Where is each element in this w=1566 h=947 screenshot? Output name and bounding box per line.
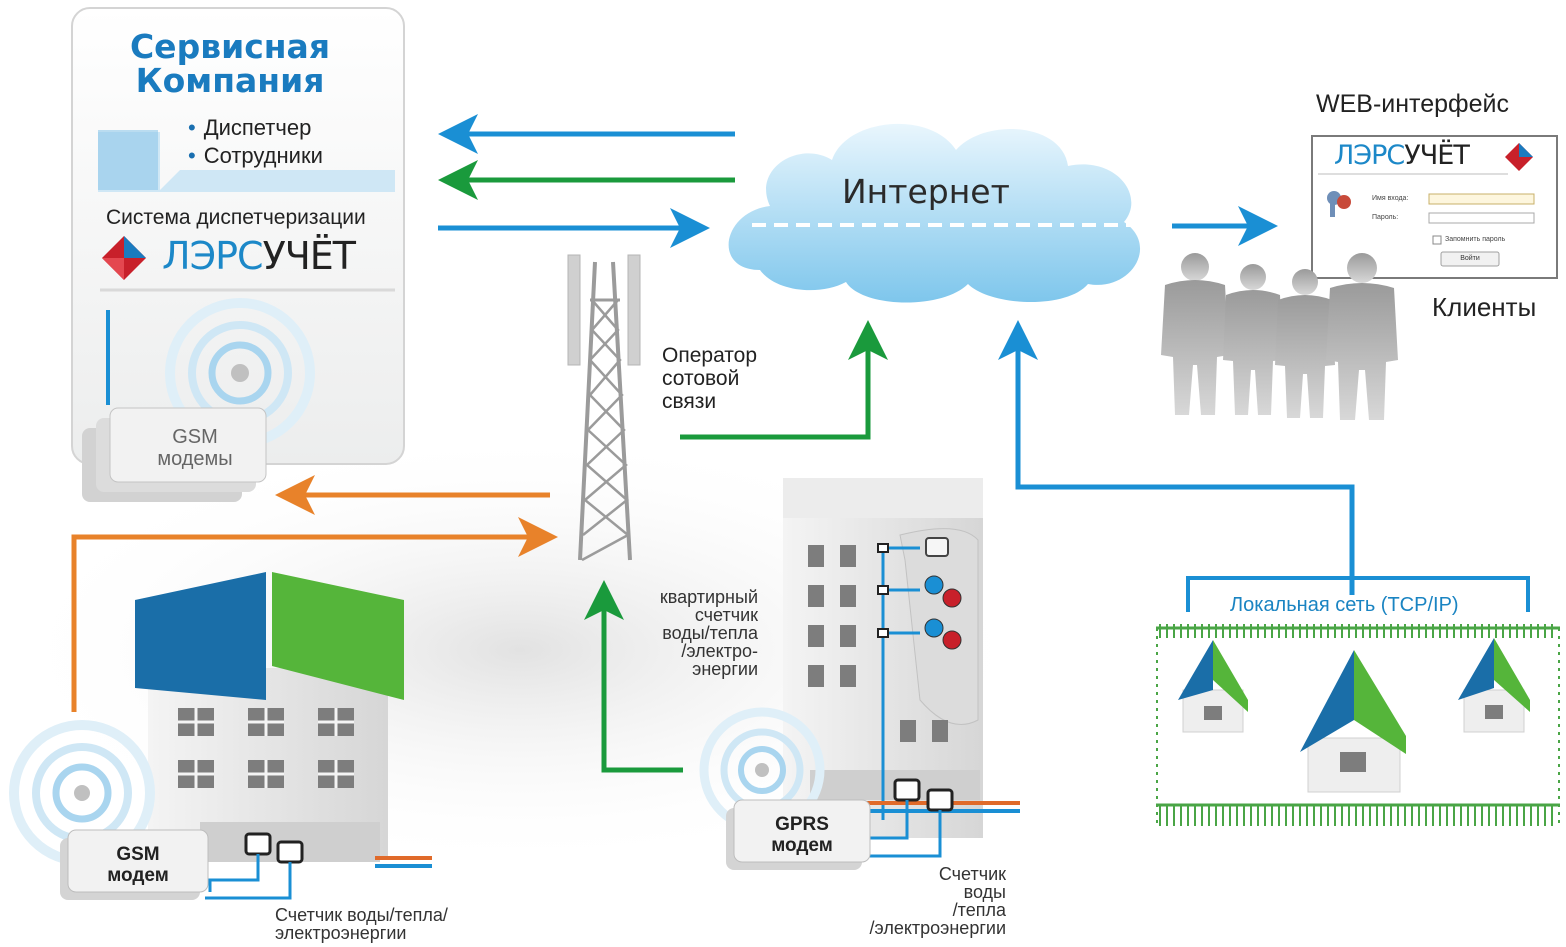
brand-logo-text: ЛЭРСУЧЁТ — [162, 234, 356, 278]
bullet-employees: Сотрудники — [188, 142, 323, 170]
web-brand-part1: ЛЭРС — [1334, 140, 1405, 171]
meter-right-line2: воды — [963, 882, 1006, 902]
service-company-bullets: Диспетчер Сотрудники — [188, 114, 323, 170]
enter-button-label[interactable]: Войти — [1460, 255, 1480, 262]
remember-label: Запомнить пароль — [1445, 236, 1506, 243]
apartment-meter-line4: /электро- — [681, 641, 758, 661]
brand-logo-icon — [102, 236, 146, 280]
service-company-title: Сервисная Компания — [100, 30, 360, 98]
internet-cloud-icon — [728, 123, 1142, 303]
apartment-meter-line2: счетчик — [694, 605, 758, 625]
brand-part1: ЛЭРС — [162, 234, 264, 278]
keys-icon — [1327, 191, 1351, 217]
gprs-modem-label: GPRS модем — [734, 814, 870, 856]
password-input[interactable] — [1428, 212, 1535, 224]
apartment-meter-line3: воды/тепла — [662, 623, 758, 643]
service-company-title-line2: Компания — [135, 61, 325, 100]
web-interface-title: WEB-интерфейс — [1316, 90, 1509, 118]
roof-blue-left — [135, 572, 266, 700]
dispatch-system-label: Система диспетчеризации — [106, 206, 366, 229]
arrow-gprs-to-tower — [584, 580, 683, 773]
arrow-operator-to-internet — [680, 320, 888, 440]
meter-right-line4: /электроэнергии — [869, 918, 1006, 938]
web-brand-part2: УЧЁТ — [1404, 140, 1470, 171]
meter-left-line1: Счетчик воды/тепла/ — [275, 905, 448, 925]
gsm-modem-left-icon — [60, 829, 209, 900]
house-left — [1178, 640, 1248, 733]
arrow-gsm-modem-to-tower — [71, 517, 558, 712]
building-meter-icon — [893, 778, 954, 812]
operator-line3: связи — [662, 390, 717, 413]
enter-button[interactable] — [1440, 251, 1500, 267]
gsm-modem-label: GSM модем — [68, 844, 208, 886]
remember-checkbox[interactable] — [1432, 235, 1442, 245]
apartment-meter-label: квартирный счетчик воды/тепла /электро- … — [640, 588, 758, 678]
gprs-modem-icon — [726, 799, 871, 870]
meter-right-line1: Счетчик — [938, 864, 1006, 884]
gsm-modems-line2: модемы — [157, 448, 233, 470]
internet-label: Интернет — [842, 172, 1010, 211]
house-right — [1458, 638, 1530, 733]
house-center — [1300, 650, 1406, 793]
gprs-modem-line1: GPRS — [775, 814, 829, 835]
web-login-window — [1311, 135, 1558, 279]
meter-left-line2: электроэнергии — [275, 923, 407, 943]
bullet-dispatcher: Диспетчер — [188, 114, 323, 142]
arrow-lan-to-internet — [998, 320, 1355, 595]
roof-green-right — [272, 572, 404, 700]
gprs-modem-line2: модем — [771, 835, 833, 856]
operator-line1: Оператор — [662, 344, 758, 367]
apartment-meters-icon — [924, 537, 962, 650]
cell-tower-icon — [567, 254, 641, 562]
clients-people-icon — [1161, 253, 1398, 420]
brand-logo-small-icon — [1505, 143, 1533, 171]
gsm-modem-line2: модем — [107, 865, 169, 886]
clients-label: Клиенты — [1432, 292, 1537, 322]
fence-bottom — [1159, 806, 1553, 826]
meter-right-line3: /тепла — [952, 900, 1006, 920]
local-network-label: Локальная сеть (TCP/IP) — [1230, 594, 1459, 616]
fence-top — [1159, 624, 1553, 638]
gsm-modems-line1: GSM — [172, 426, 218, 448]
service-company-title-line1: Сервисная — [129, 27, 331, 66]
gsm-modems-label: GSM модемы — [120, 426, 270, 470]
web-brand-text: ЛЭРСУЧЁТ — [1334, 140, 1470, 171]
gsm-modem-line1: GSM — [116, 844, 160, 865]
meter-right-label: Счетчик воды /тепла /электроэнергии — [848, 865, 1006, 937]
meter-left-label: Счетчик воды/тепла/ электроэнергии — [275, 906, 448, 942]
operator-line2: сотовой — [662, 367, 740, 390]
password-label: Пароль: — [1372, 214, 1399, 221]
apartment-meter-line1: квартирный — [659, 587, 758, 607]
gsm-modems-icon — [82, 407, 267, 502]
login-input[interactable] — [1428, 193, 1535, 205]
operator-label: Оператор сотовой связи — [662, 344, 757, 413]
local-network — [1156, 576, 1560, 826]
login-label: Имя входа: — [1372, 195, 1409, 202]
brand-part2: УЧЁТ — [262, 234, 356, 278]
apartment-meter-line5: энергии — [692, 659, 758, 679]
left-building — [135, 572, 432, 900]
